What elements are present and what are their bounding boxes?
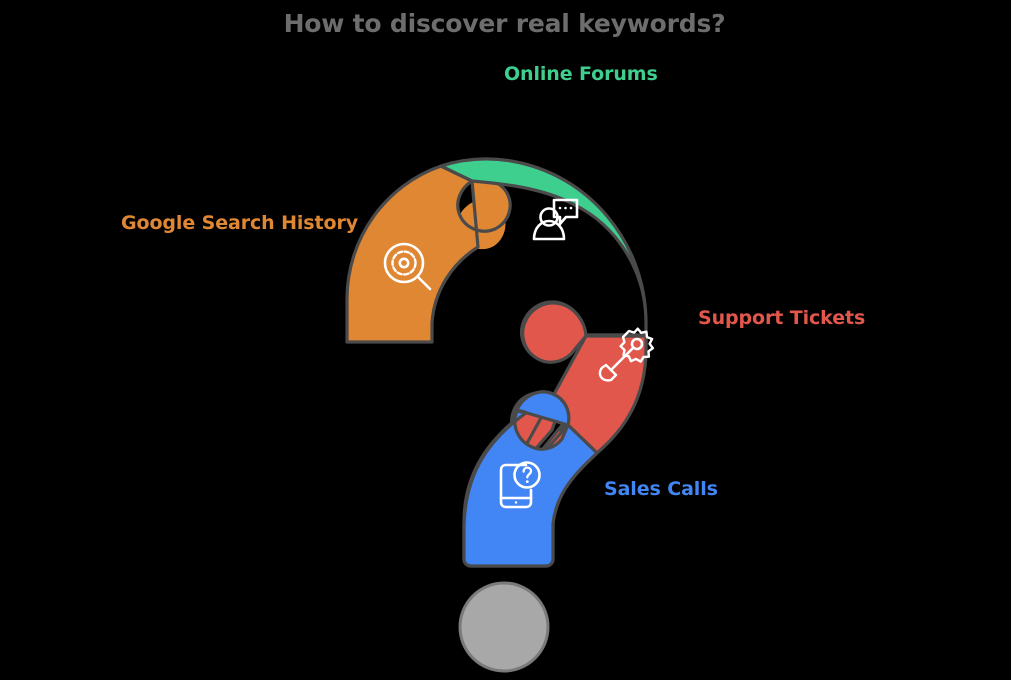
question-mark-dot: [458, 581, 550, 673]
phone-question-icon: [499, 461, 541, 509]
label-google-search-history[interactable]: Google Search History: [121, 212, 358, 234]
person-chat-icon: [532, 198, 579, 241]
wrench-gear-icon: [598, 327, 655, 382]
label-support-tickets[interactable]: Support Tickets: [698, 307, 866, 329]
puzzle-piece-sales-calls[interactable]: [462, 390, 599, 568]
page-title: How to discover real keywords?: [283, 9, 726, 38]
label-sales-calls[interactable]: Sales Calls: [604, 478, 718, 500]
puzzle-piece-google-search-history[interactable]: [345, 148, 512, 345]
label-online-forums[interactable]: Online Forums: [504, 63, 658, 85]
magnifier-gear-icon: [383, 242, 432, 291]
puzzle-piece-support-tickets[interactable]: [510, 300, 655, 478]
